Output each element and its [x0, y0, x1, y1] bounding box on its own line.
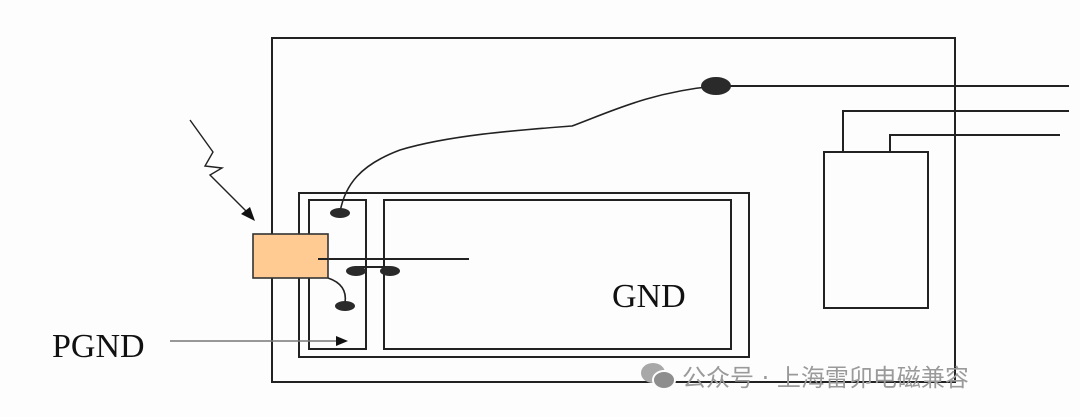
gnd-area [383, 199, 732, 350]
pgnd-arrowhead [336, 336, 348, 346]
esd-arrowhead [241, 207, 255, 221]
cable-junction-dot [701, 77, 731, 95]
watermark-text: 公众号 · 上海雷卯电磁兼容 [682, 364, 969, 392]
via-dot [335, 301, 355, 311]
via-dot [330, 208, 350, 218]
wechat-icon [641, 362, 676, 390]
signal-line-3 [889, 134, 1060, 152]
watermark: 公众号 · 上海雷卯电磁兼容 [640, 358, 969, 393]
connector-wire [327, 277, 347, 304]
cable-wire [339, 85, 717, 213]
gnd-label: GND [612, 278, 686, 315]
via-dot [346, 266, 366, 276]
esd-connector [252, 233, 329, 279]
signal-line-2 [842, 110, 1069, 152]
via-dot [380, 266, 400, 276]
pgnd-label: PGND [52, 328, 145, 365]
outer-board [271, 37, 956, 383]
esd-lightning-arrow [189, 119, 251, 216]
right-component [823, 151, 929, 309]
